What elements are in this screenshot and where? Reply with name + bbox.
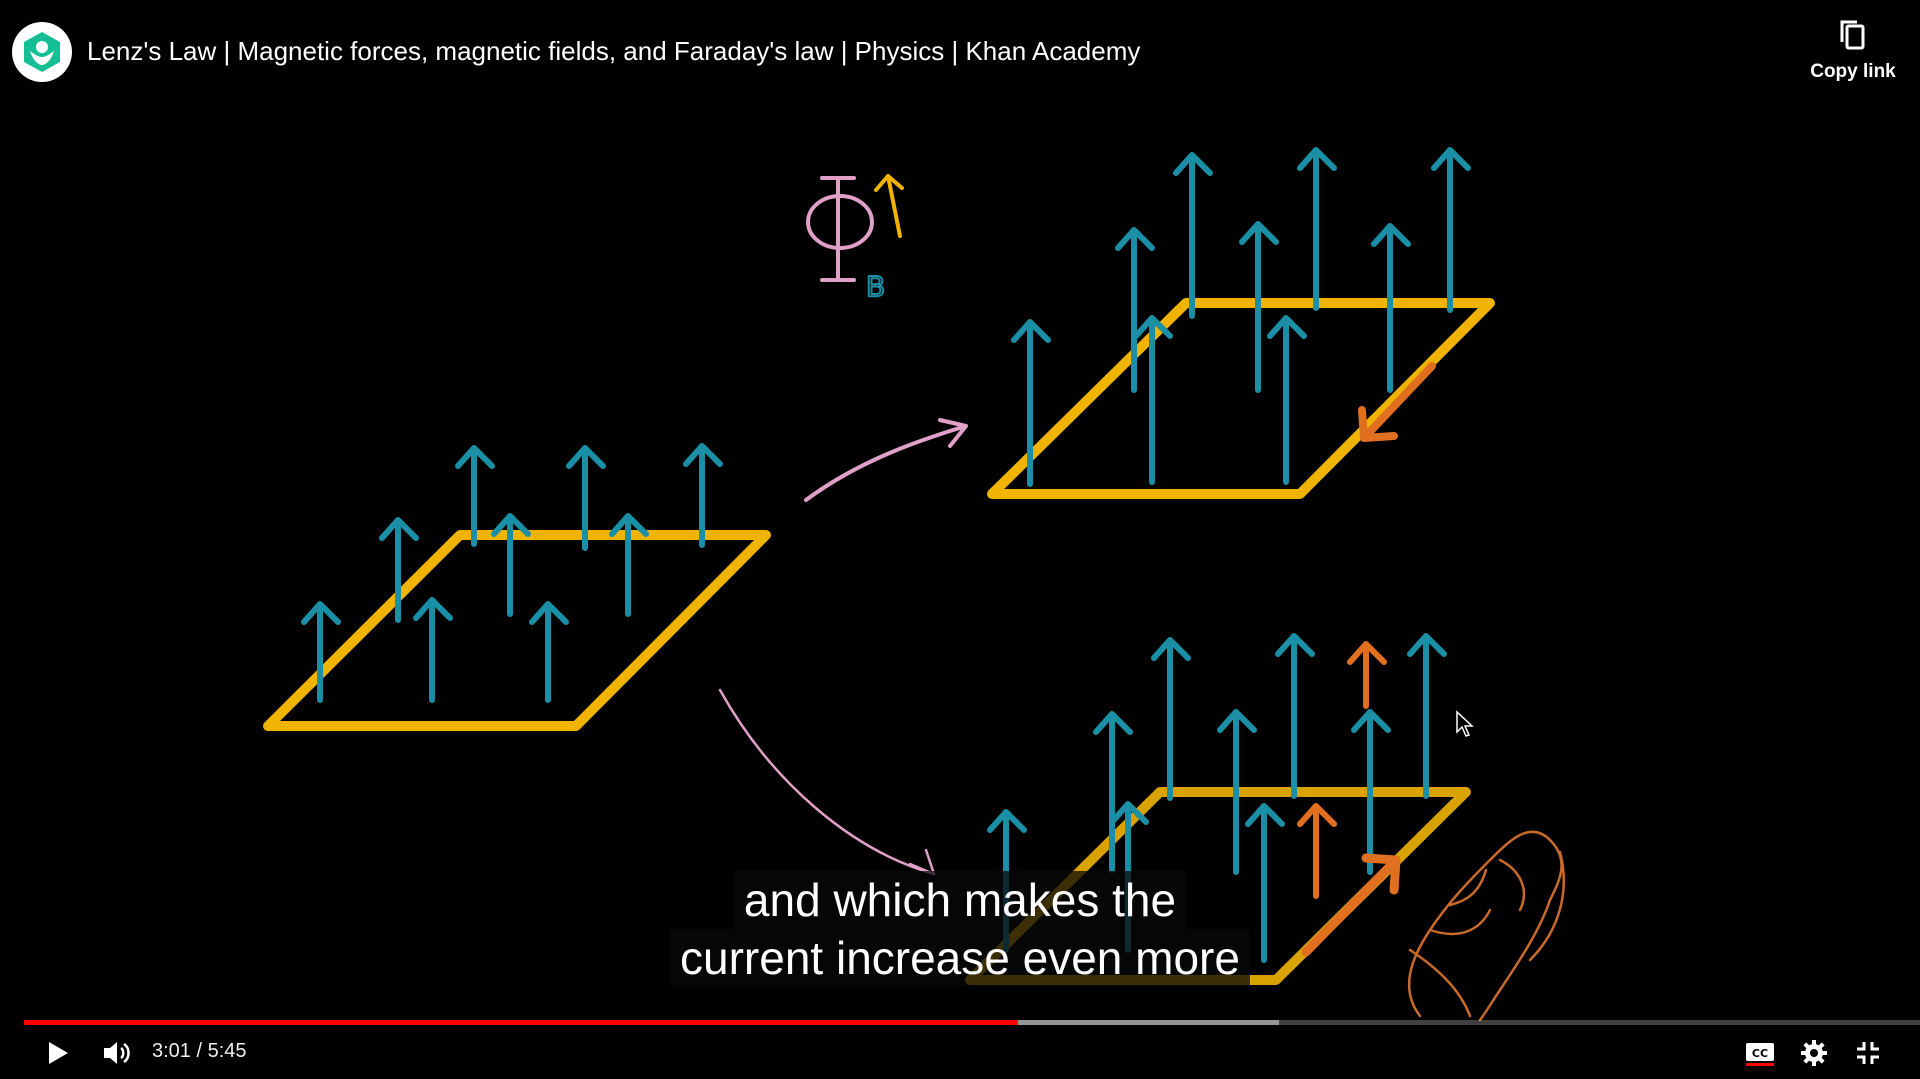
khan-academy-logo-icon xyxy=(24,32,60,72)
exit-fullscreen-icon xyxy=(1857,1041,1879,1064)
cursor-icon xyxy=(1456,710,1474,737)
orange-arrows xyxy=(1297,641,1401,957)
volume-icon xyxy=(104,1041,130,1064)
time-display: 3:01 / 5:45 xyxy=(152,1040,247,1063)
cc-icon: CC xyxy=(1746,1042,1774,1066)
player-controls: 3:01 / 5:45 CC xyxy=(0,1030,1920,1079)
captions-button[interactable]: CC xyxy=(1738,1030,1782,1075)
flux-up-arrow xyxy=(874,174,904,238)
svg-text:CC: CC xyxy=(1752,1047,1768,1060)
volume-button[interactable] xyxy=(96,1030,140,1075)
field-arrows-top-right xyxy=(1011,147,1471,487)
play-icon xyxy=(49,1041,68,1064)
progress-played xyxy=(24,1020,1018,1025)
progress-bar[interactable] xyxy=(24,1020,1920,1025)
gear-icon xyxy=(1801,1039,1827,1066)
duration: 5:45 xyxy=(207,1040,247,1062)
copy-link-button[interactable]: Copy link xyxy=(1808,18,1898,83)
caption-text-2: current increase even more xyxy=(670,929,1250,987)
play-button[interactable] xyxy=(36,1030,80,1075)
pink-arrow-down xyxy=(718,688,936,876)
caption-line-2: current increase even more xyxy=(0,929,1920,987)
caption-line-1: and which makes the xyxy=(0,871,1920,929)
video-title[interactable]: Lenz's Law | Magnetic forces, magnetic f… xyxy=(87,36,1141,66)
current-time: 3:01 xyxy=(152,1040,191,1062)
hand-sketch xyxy=(1407,830,1565,1022)
copy-icon xyxy=(1840,20,1865,50)
time-separator: / xyxy=(196,1040,203,1062)
loop-top-right xyxy=(987,298,1495,499)
khan-academy-logo[interactable] xyxy=(12,22,72,82)
caption-text-1: and which makes the xyxy=(733,871,1187,929)
field-arrows-left xyxy=(301,443,723,703)
exit-fullscreen-button[interactable] xyxy=(1846,1030,1890,1075)
flux-symbol xyxy=(806,176,874,282)
loop-left xyxy=(263,530,771,731)
top-bar: Lenz's Law | Magnetic forces, magnetic f… xyxy=(0,0,1920,110)
pink-arrow-up xyxy=(804,418,968,502)
flux-subscript: B xyxy=(866,270,885,303)
copy-link-label: Copy link xyxy=(1810,61,1896,82)
settings-button[interactable] xyxy=(1792,1030,1836,1075)
